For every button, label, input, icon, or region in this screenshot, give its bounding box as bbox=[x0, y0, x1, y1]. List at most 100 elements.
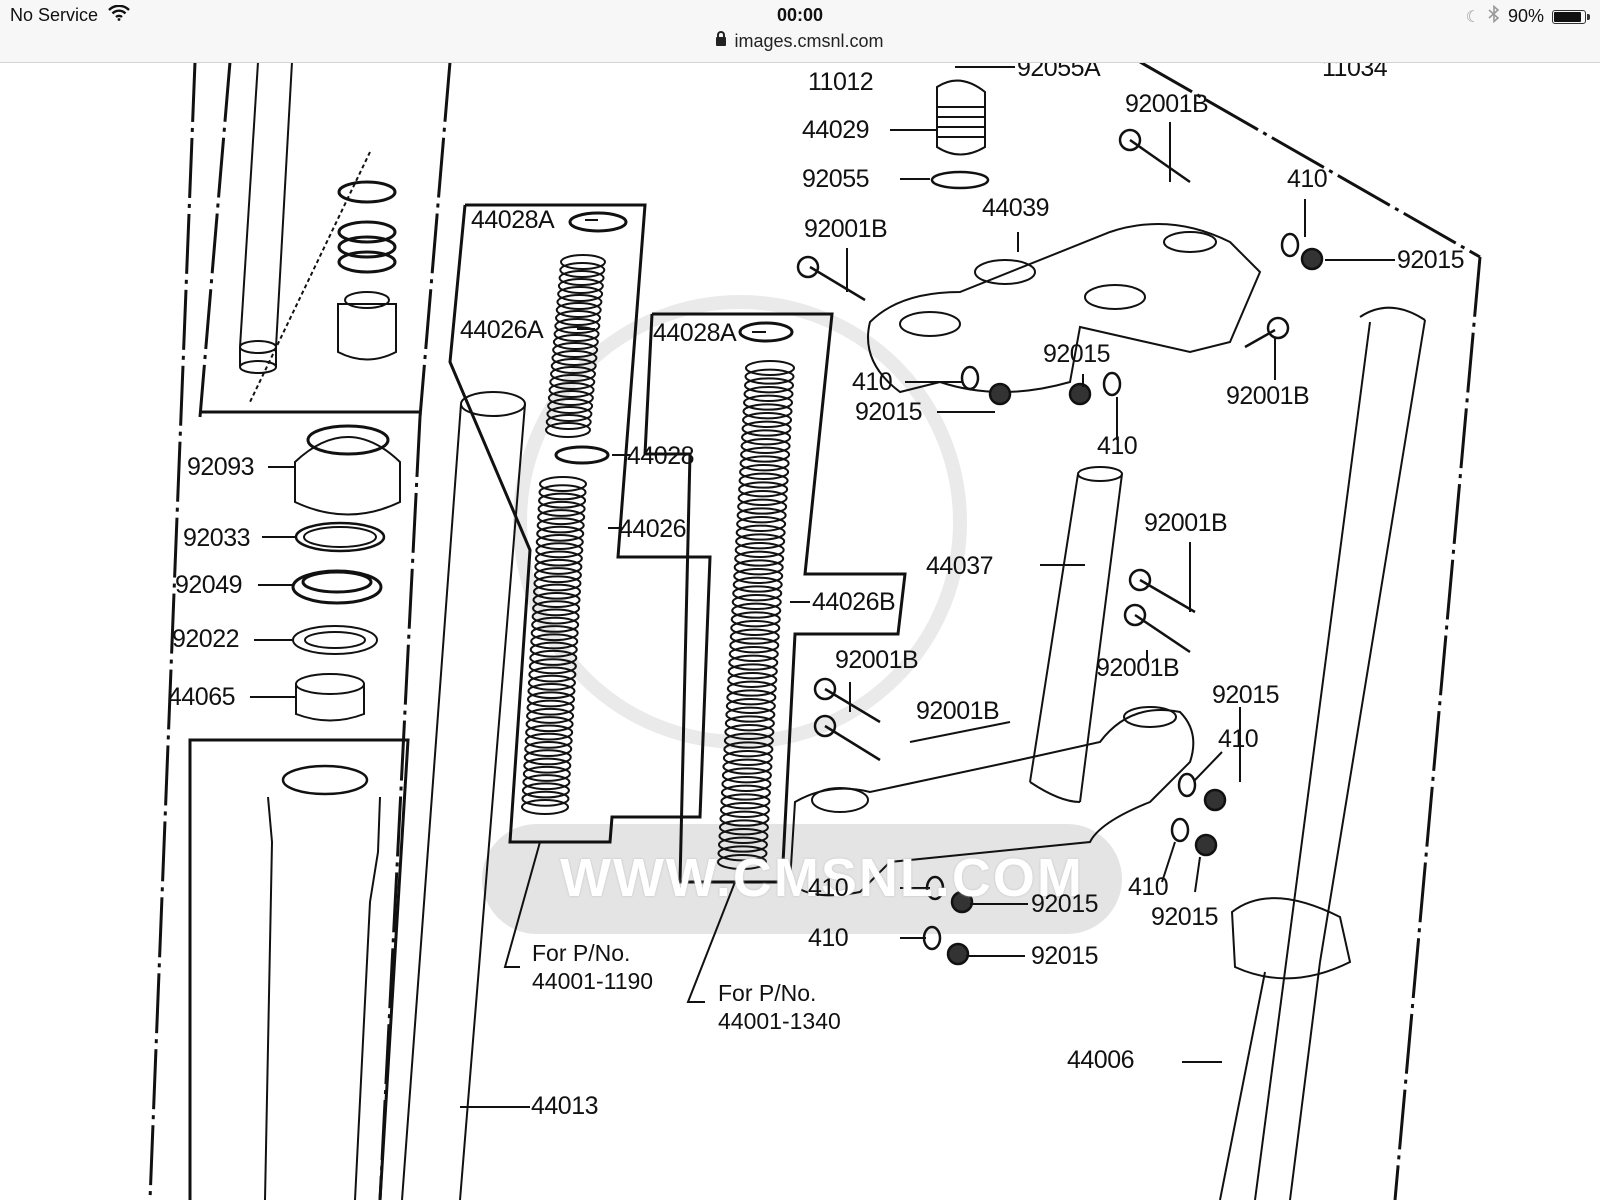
spring-coil bbox=[528, 666, 577, 683]
parts-diagram: WWW.CMSNL.COM 11012 92055A 11034 44029 9… bbox=[0, 56, 1600, 1200]
spring-coil bbox=[530, 625, 579, 642]
spring-coil bbox=[720, 784, 771, 801]
spring-coil bbox=[523, 749, 572, 766]
spring-coil bbox=[554, 318, 601, 334]
spring-coil bbox=[732, 576, 783, 593]
spring-coil bbox=[730, 611, 781, 628]
battery-icon bbox=[1552, 9, 1590, 24]
spring-coil bbox=[723, 741, 774, 758]
top-bracket-44039 bbox=[867, 223, 1262, 394]
spring-coil bbox=[730, 620, 781, 636]
spring-coil bbox=[741, 429, 792, 446]
diagram-drawing bbox=[148, 62, 1482, 1200]
label-92001B: 92001B bbox=[916, 697, 1000, 725]
label-92015: 92015 bbox=[1151, 903, 1219, 931]
spring-coil bbox=[740, 446, 791, 463]
spring-44026A bbox=[545, 254, 606, 438]
fork-tube-top bbox=[239, 62, 293, 374]
label-92001B: 92001B bbox=[1226, 382, 1310, 410]
spring-coil bbox=[521, 790, 570, 807]
spring-coil bbox=[739, 464, 790, 480]
spring-coil bbox=[550, 366, 596, 382]
spring-coil bbox=[726, 680, 777, 697]
label-44026A: 44026A bbox=[460, 316, 544, 344]
spring-coil bbox=[717, 836, 768, 853]
label-44029: 44029 bbox=[802, 116, 870, 144]
note-44001-1190: For P/No. 44001-1190 bbox=[532, 939, 653, 995]
label-92015: 92015 bbox=[855, 398, 923, 426]
spring-coil bbox=[547, 398, 594, 414]
note-line: 44001-1190 bbox=[532, 968, 654, 994]
label-44006: 44006 bbox=[1067, 1046, 1135, 1074]
spring-coil bbox=[728, 654, 779, 671]
spring-coil bbox=[523, 757, 572, 774]
spring-coil bbox=[556, 294, 603, 310]
outer-tube-left bbox=[264, 764, 381, 1200]
spring-coil bbox=[534, 550, 583, 567]
spring-coil bbox=[742, 412, 793, 428]
spring-coil bbox=[729, 628, 780, 645]
spring-coil bbox=[731, 602, 782, 619]
spring-coil bbox=[560, 254, 606, 270]
spring-coil bbox=[728, 646, 779, 662]
spring-coil bbox=[558, 270, 605, 286]
note-line: 44001-1340 bbox=[718, 1008, 841, 1034]
spring-coil bbox=[717, 854, 767, 870]
label-410: 410 bbox=[1287, 165, 1328, 193]
label-410: 410 bbox=[1218, 725, 1259, 753]
spring-coil bbox=[723, 732, 774, 749]
spring-coil bbox=[526, 699, 575, 716]
spring-seat bbox=[554, 445, 610, 465]
address-bar[interactable]: images.cmsnl.com bbox=[650, 31, 950, 52]
spring-coil bbox=[532, 600, 581, 617]
label-92049: 92049 bbox=[175, 571, 243, 599]
url-text[interactable]: images.cmsnl.com bbox=[734, 31, 884, 51]
label-44028A: 44028A bbox=[471, 206, 555, 234]
battery-fill bbox=[1554, 11, 1581, 22]
spring-coil bbox=[718, 819, 769, 836]
spring-coil bbox=[527, 683, 576, 700]
spring-coil bbox=[557, 286, 604, 302]
note-line: For P/No. bbox=[718, 980, 817, 1006]
label-92015: 92015 bbox=[1031, 942, 1099, 970]
spring-coil bbox=[717, 845, 768, 862]
wifi-icon bbox=[108, 4, 130, 26]
spring-coil bbox=[743, 394, 794, 411]
note-44001-1340: For P/No. 44001-1340 bbox=[718, 979, 841, 1035]
label-92001B: 92001B bbox=[1125, 90, 1209, 118]
spring-coil bbox=[737, 498, 788, 515]
nuts-washers bbox=[922, 232, 1324, 966]
spring-coil bbox=[721, 767, 772, 784]
spring-coil bbox=[552, 334, 599, 350]
note-line: For P/No. bbox=[532, 940, 631, 966]
spring-coil bbox=[537, 500, 586, 517]
inner-tube-44013 bbox=[401, 391, 526, 1200]
label-410: 410 bbox=[808, 874, 849, 902]
spring-coil bbox=[719, 810, 770, 827]
spring-coil bbox=[725, 706, 776, 723]
spring-coil bbox=[737, 490, 788, 506]
spring-coil bbox=[536, 517, 585, 534]
carrier-text: No Service bbox=[10, 5, 99, 25]
spring-coil bbox=[733, 568, 784, 584]
spring-coil bbox=[721, 776, 772, 792]
dust-seal-stack bbox=[291, 424, 401, 722]
spring-coil bbox=[720, 793, 771, 810]
status-bar: No Service 00:00 images.cmsnl.com ☾ 90% bbox=[0, 0, 1600, 63]
spring-coil bbox=[533, 567, 582, 584]
spring-coil bbox=[522, 774, 571, 791]
spring-coil bbox=[528, 658, 577, 675]
spring-box-1190 bbox=[448, 203, 712, 844]
spring-coil bbox=[536, 525, 585, 542]
spring-coil bbox=[744, 368, 795, 385]
spring-coil bbox=[537, 509, 586, 526]
spring-coil bbox=[742, 403, 793, 420]
spring-coil bbox=[545, 414, 592, 430]
spring-coil bbox=[546, 406, 593, 422]
label-92015: 92015 bbox=[1212, 681, 1280, 709]
spring-coil bbox=[726, 689, 777, 706]
spring-44026B bbox=[717, 360, 795, 870]
clock: 00:00 bbox=[776, 5, 824, 25]
spring-coil bbox=[547, 390, 594, 406]
spring-coil bbox=[736, 507, 787, 524]
